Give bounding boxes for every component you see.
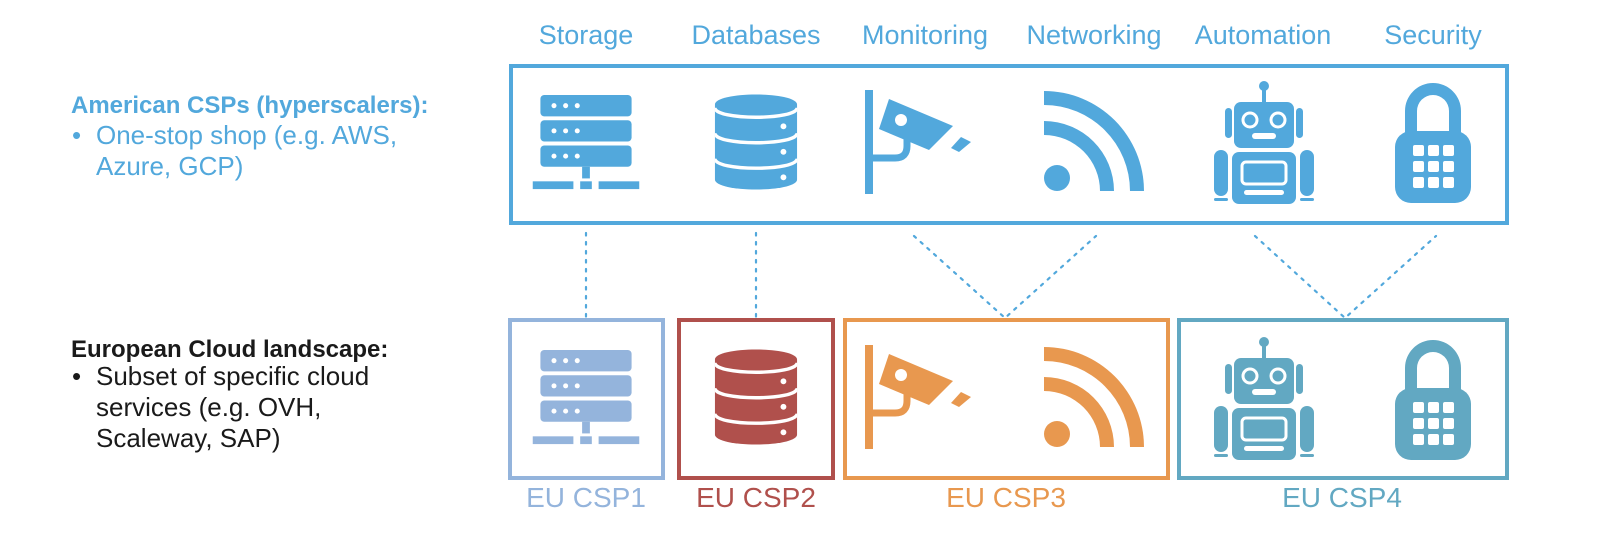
european-cloud-bullet: • Subset of specific cloud services (e.g… [72,361,370,454]
category-label-storage: Storage [538,20,634,50]
american-csps-title: American CSPs (hyperscalers): [71,92,429,119]
connector-monitoring-networking-csp3 [912,234,1098,320]
server-icon [531,350,641,447]
keypad-lock-icon [1395,83,1471,203]
bullet-dot: • [72,361,82,391]
bullet-text-line: One-stop shop (e.g. AWS, [96,120,398,150]
bullet-dot: • [72,120,82,150]
category-label-databases: Databases [691,20,821,50]
american-csps-bullet: • One-stop shop (e.g. AWS, Azure, GCP) [72,120,398,182]
eu-csp3-label: EU CSP3 [946,482,1066,513]
eu-csp2-label: EU CSP2 [696,482,816,513]
eu-csp2-box [677,318,835,480]
european-cloud-title: European Cloud landscape: [71,336,389,363]
bullet-text-line: services (e.g. OVH, [96,392,322,422]
cctv-camera-icon [865,345,985,449]
category-label-security: Security [1384,20,1482,50]
bullet-text-line: Scaleway, SAP) [96,423,281,453]
eu-csp3-box [843,318,1170,480]
database-icon [714,348,798,446]
server-icon [531,95,641,192]
connector-automation-security-csp4 [1253,234,1438,320]
eu-csp1-label: EU CSP1 [526,482,646,513]
wifi-signal-icon [1044,91,1144,191]
eu-csp4-box [1177,318,1509,480]
robot-icon [1214,80,1314,204]
eu-csp4-label: EU CSP4 [1282,482,1402,513]
bullet-text-line: Subset of specific cloud [96,361,370,391]
cctv-camera-icon [865,90,985,194]
database-icon [714,93,798,191]
hyperscaler-box [509,64,1509,225]
eu-csp1-box [508,318,665,480]
keypad-lock-icon [1395,340,1471,460]
bullet-text-line: Azure, GCP) [96,151,244,181]
category-label-networking: Networking [1026,20,1162,50]
category-label-automation: Automation [1194,20,1332,50]
robot-icon [1214,336,1314,460]
wifi-signal-icon [1044,347,1144,447]
category-label-monitoring: Monitoring [861,20,989,50]
